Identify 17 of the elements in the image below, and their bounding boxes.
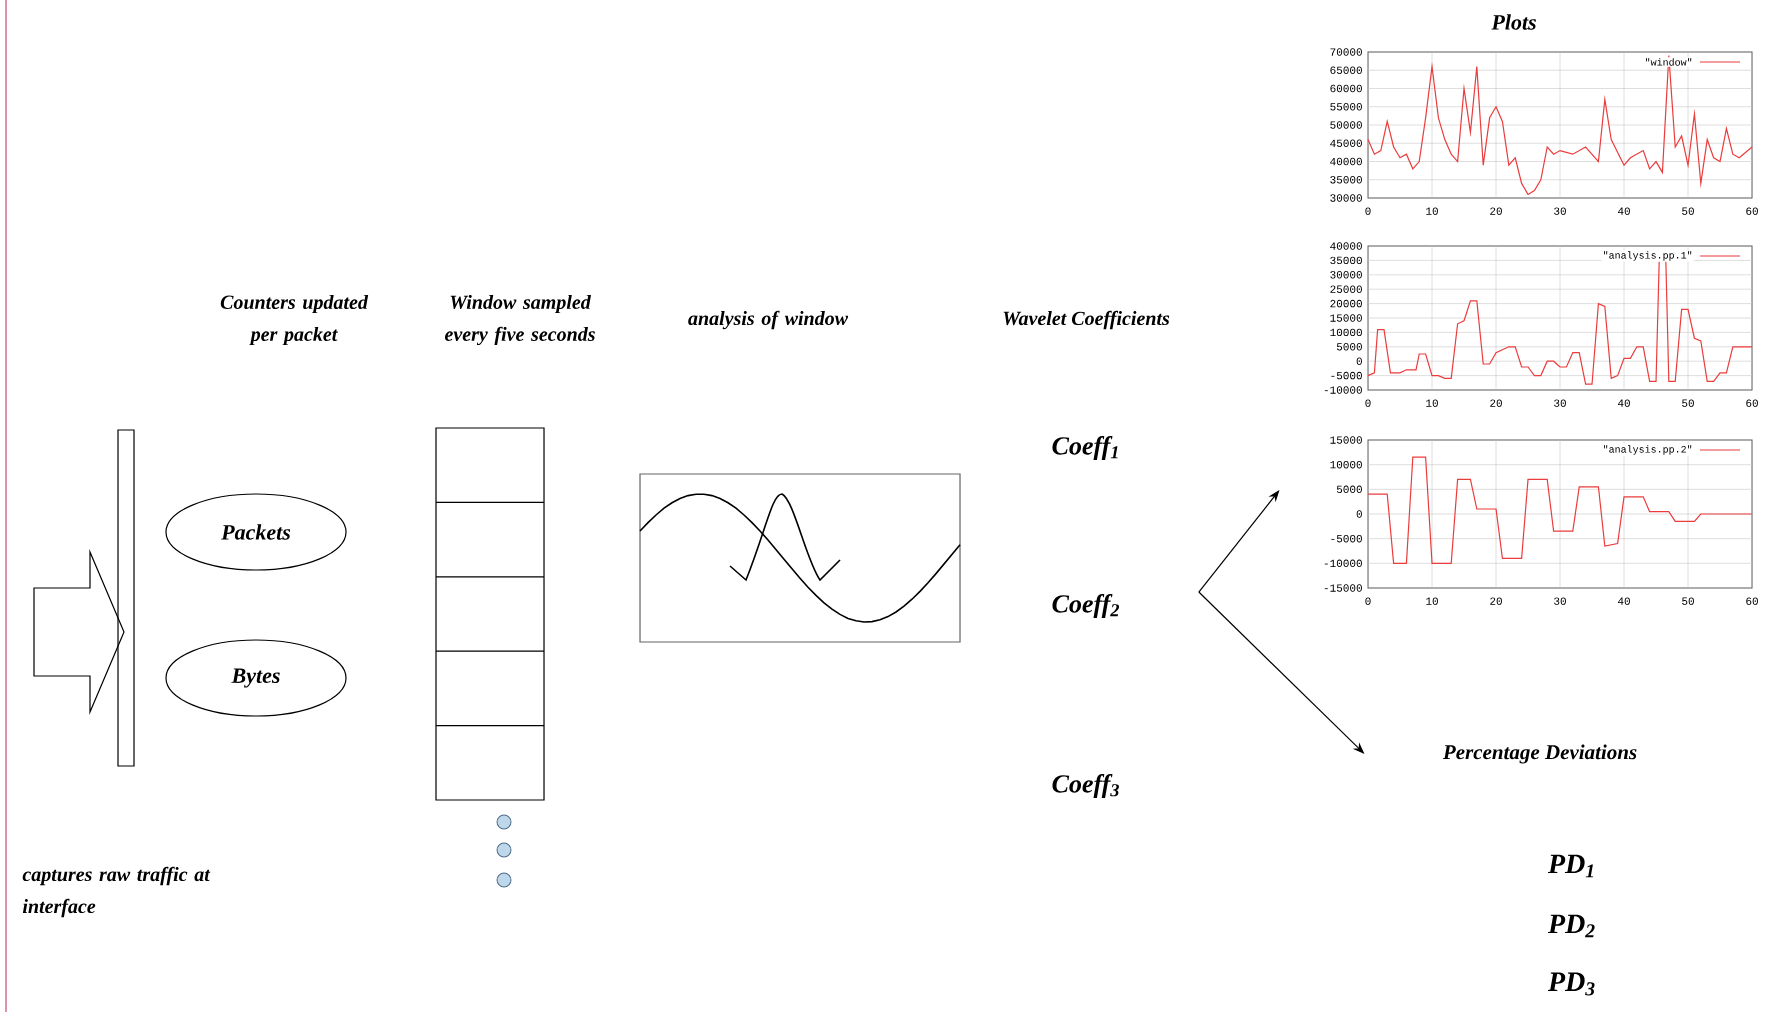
heading-text: Percentage Deviations xyxy=(1442,744,1637,764)
arrow xyxy=(1198,490,1280,593)
caption-text: Counters updated per packet xyxy=(220,294,369,346)
caption-text: analysis of window xyxy=(688,310,849,330)
caption-text: Wavelet Coefficients xyxy=(1003,310,1170,330)
caption-text: PD$_{3}$ xyxy=(1547,972,1595,996)
caption-text: PD$_{2}$ xyxy=(1547,914,1595,938)
block-arrow xyxy=(33,549,125,715)
caption-text: captures raw traffic at interface xyxy=(22,866,211,918)
coefficient-text: Coeff$_{2}$ xyxy=(1052,594,1119,618)
caption-text: PD$_{1}$ xyxy=(1547,854,1594,878)
caption-text: Window sampled every five seconds xyxy=(444,294,595,346)
caption-text: Coeff$_{3}$ xyxy=(1052,774,1119,798)
interface-bar xyxy=(117,429,135,767)
window-column xyxy=(435,427,545,801)
caption-text: Coeff$_{1}$ xyxy=(1052,436,1118,460)
wave-drawing xyxy=(639,473,961,643)
